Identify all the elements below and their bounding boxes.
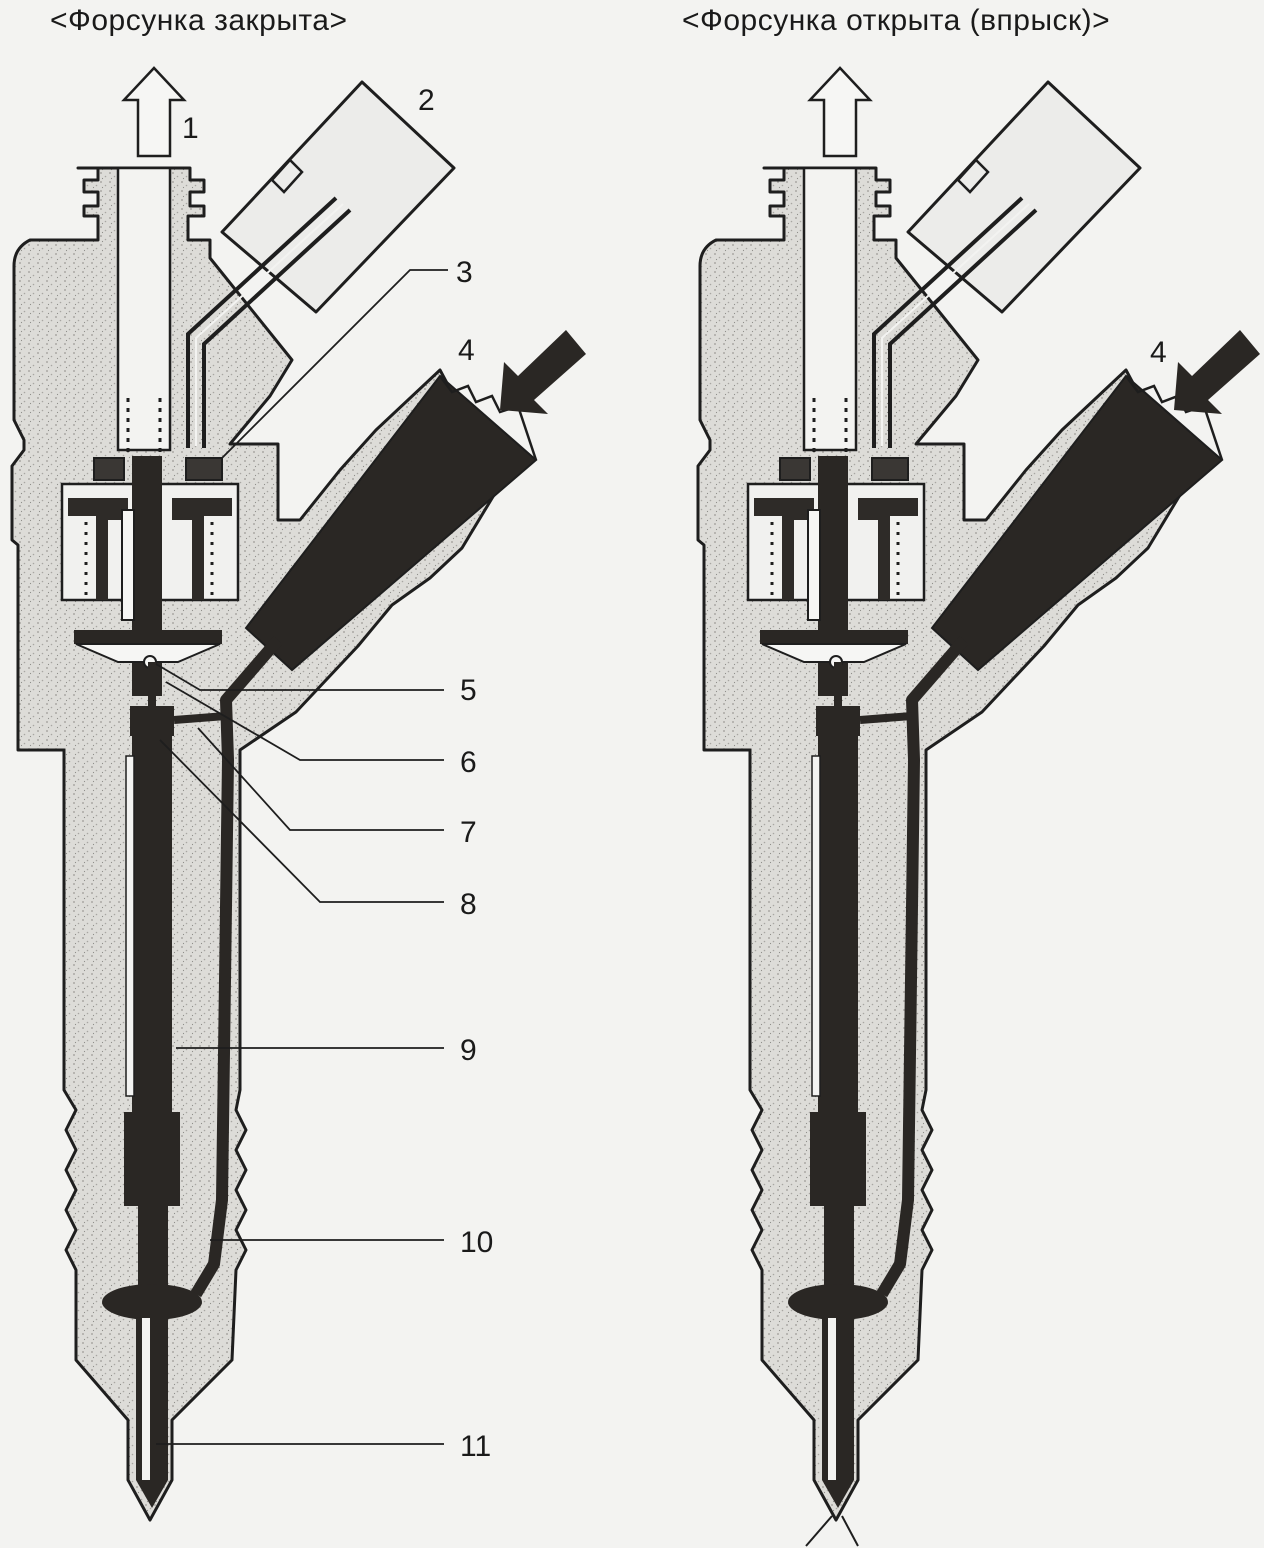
callout-3: 3 <box>456 256 473 289</box>
callout-9: 9 <box>460 1034 477 1067</box>
callout-11: 11 <box>460 1430 491 1463</box>
callout-5: 5 <box>460 674 477 707</box>
fuel-inlet-arrow-right <box>1174 330 1260 414</box>
leader-lines <box>155 269 448 1445</box>
callout-7: 7 <box>460 816 477 849</box>
title-open: <Форсунка открыта (впрыск)> <box>682 4 1111 37</box>
injector-open-drawing <box>698 68 1222 1520</box>
callout-2: 2 <box>418 84 435 117</box>
callout-1: 1 <box>182 112 199 145</box>
fuel-inlet-arrow-left <box>500 330 586 414</box>
callout-6: 6 <box>460 746 477 779</box>
callout-4: 4 <box>458 334 475 367</box>
callout-8: 8 <box>460 888 477 921</box>
title-closed: <Форсунка закрыта> <box>50 4 348 37</box>
callout-numbers: 1 2 3 4 5 6 7 8 9 10 11 4 <box>182 84 1167 1463</box>
callout-4-open: 4 <box>1150 336 1167 369</box>
spray-lines <box>805 1515 859 1547</box>
callout-10: 10 <box>460 1226 493 1259</box>
